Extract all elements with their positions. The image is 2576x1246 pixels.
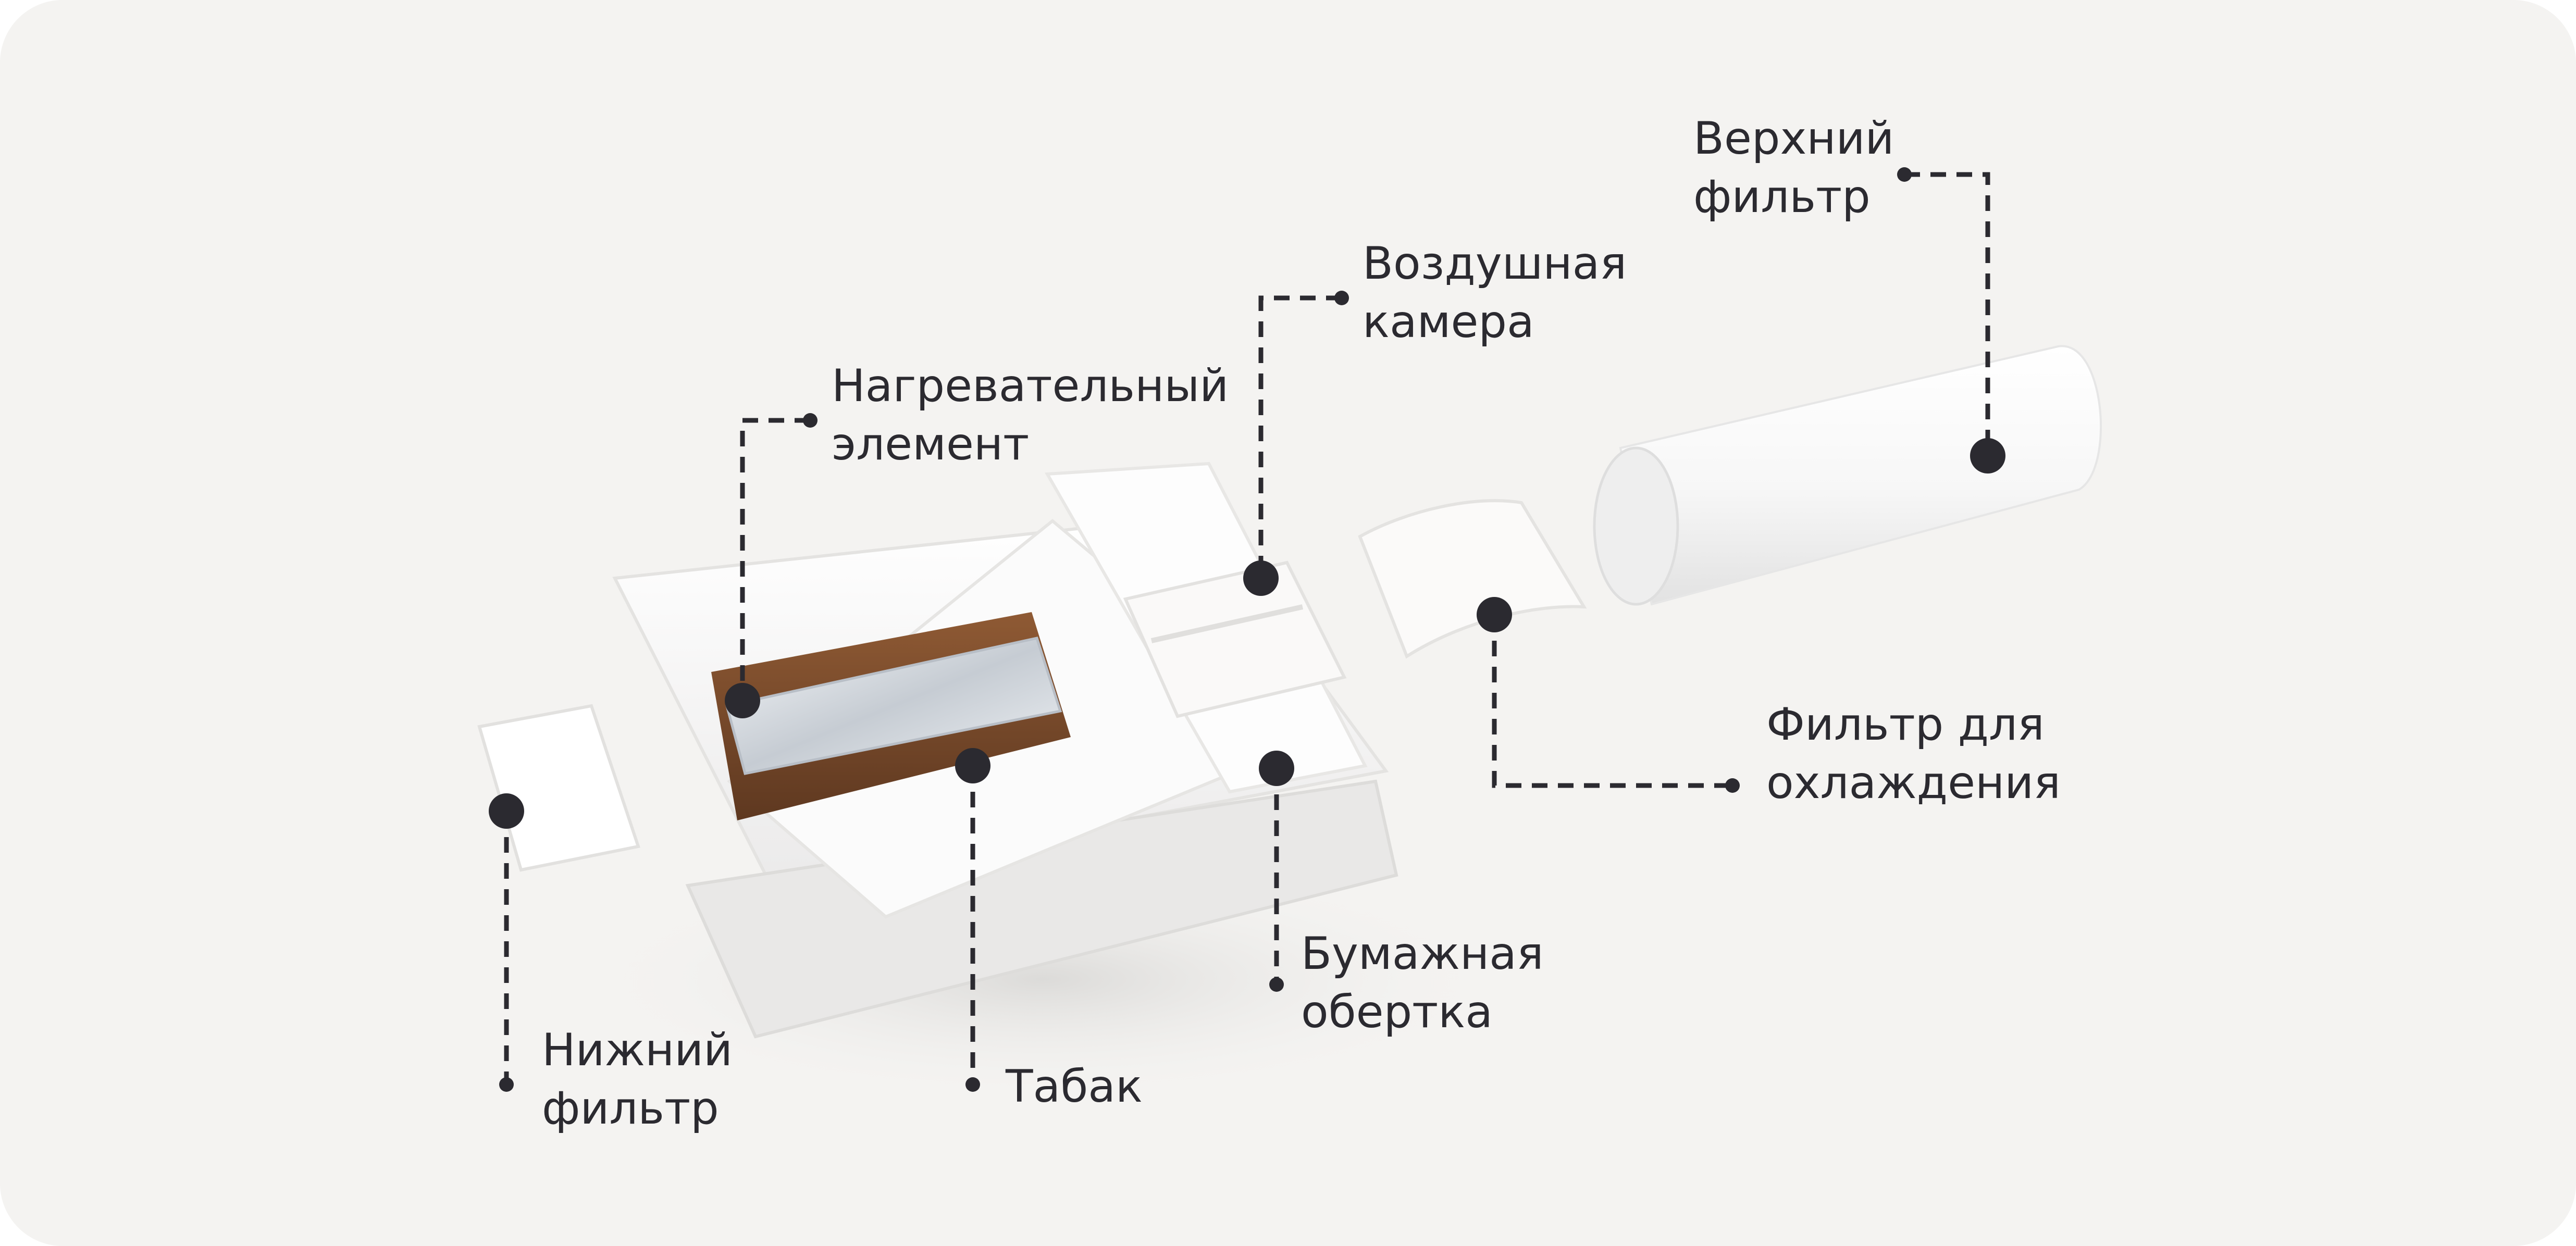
label-cooling-filter: Фильтр для охлаждения [1766, 699, 2061, 809]
heating-blade [725, 637, 1062, 775]
marker-dots [489, 438, 2005, 829]
cooling-filter-piece [1358, 499, 1587, 659]
label-paper-wrap: Бумажная обертка [1301, 928, 1544, 1038]
label-tobacco: Табак [1006, 1061, 1143, 1113]
label-top-filter: Верхний фильтр [1693, 113, 1894, 223]
dot-top-filter [1970, 438, 2005, 474]
leader-air-chamber [1258, 295, 1342, 578]
paper-wrap-bottom [685, 779, 1398, 1039]
leader-heating-element [740, 418, 810, 701]
dot-heating-element [725, 683, 760, 718]
dot-bottom-filter [489, 793, 524, 829]
label-bottom-filter: Нижний фильтр [542, 1024, 733, 1135]
label-air-chamber: Воздушная камера [1363, 238, 1627, 348]
dot-air-chamber [1243, 560, 1279, 596]
dot-tobacco [955, 748, 990, 783]
label-end-dots [499, 167, 1912, 1092]
dot-paper-wrap [1259, 751, 1294, 786]
air-chamber-block [1123, 560, 1347, 718]
leader-lines [504, 172, 1990, 1085]
top-filter-tube [1619, 345, 2102, 606]
air-chamber-groove [1150, 604, 1304, 643]
dot-cooling-filter [1477, 597, 1512, 632]
leader-top-filter [1904, 172, 1990, 456]
leader-cooling-filter [1492, 615, 1732, 788]
label-heating-element: Нагревательный элемент [832, 360, 1229, 470]
top-filter-tube-end [1593, 446, 1679, 606]
bottom-filter-block [477, 704, 640, 872]
